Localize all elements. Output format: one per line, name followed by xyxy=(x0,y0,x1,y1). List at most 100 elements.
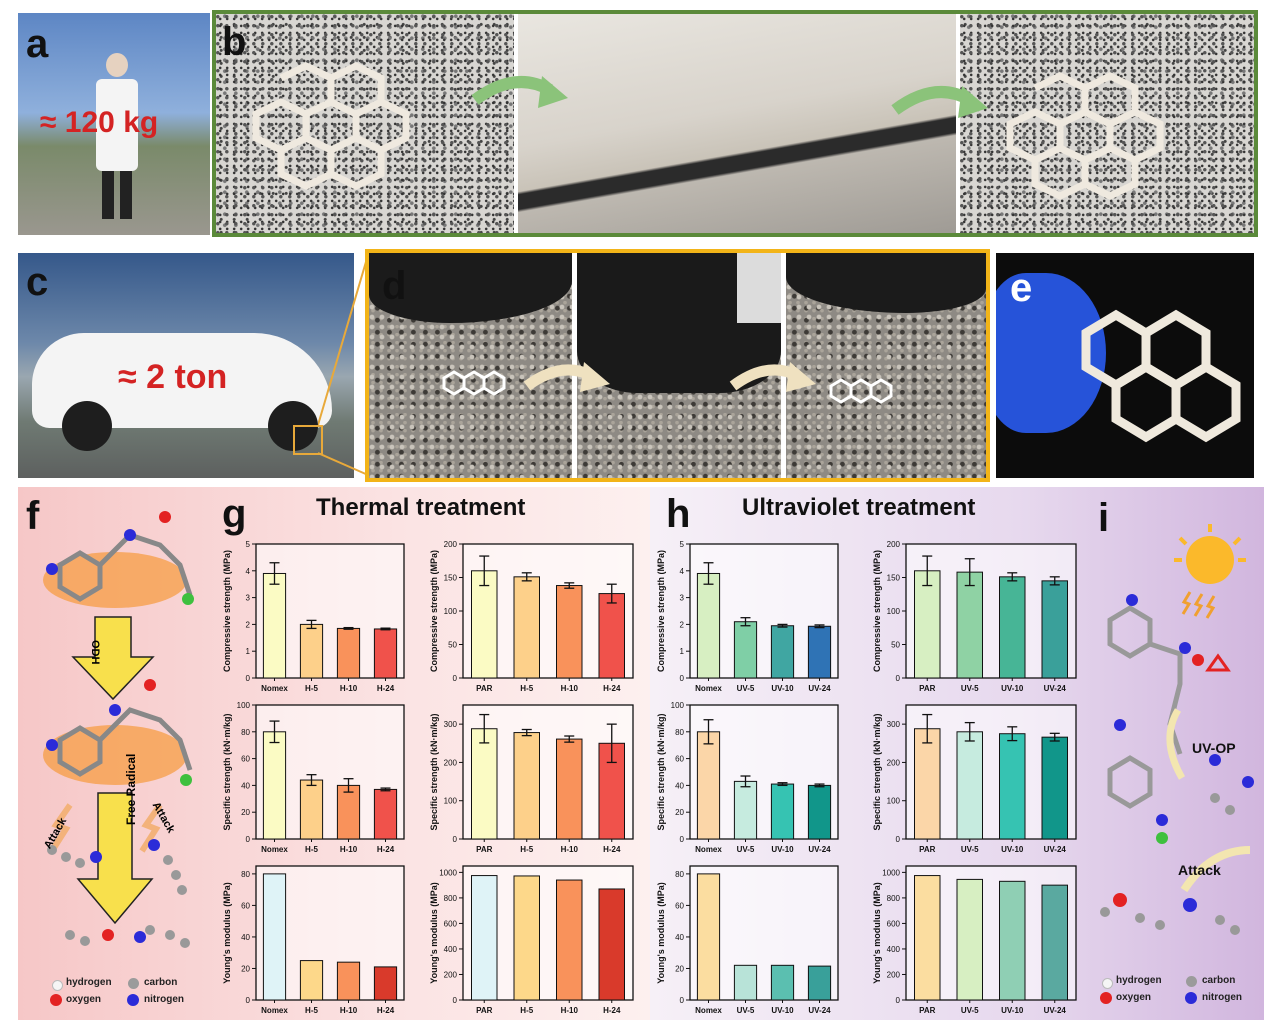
bar-g2-0 xyxy=(471,570,498,679)
panel-letter-c: c xyxy=(26,260,49,304)
y-tick-label-g2: 100 xyxy=(444,607,458,616)
y-tick-label-g3: 40 xyxy=(241,781,250,790)
uv-title: Ultraviolet treatment xyxy=(742,494,976,521)
x-tick-label-h1-1: UV-5 xyxy=(737,684,755,693)
photo-tire-after xyxy=(786,253,986,478)
bar-h6-1 xyxy=(956,878,983,1001)
nitrogen-dot xyxy=(1185,992,1197,1004)
x-tick-label-g2-1: H-5 xyxy=(520,684,533,693)
y-tick-label-h3: 20 xyxy=(675,808,684,817)
oxygen-dot xyxy=(1100,992,1112,1004)
bar-g6-3 xyxy=(598,888,625,1001)
bar-h5-3 xyxy=(807,965,832,1001)
weight-label-120kg: ≈ 120 kg xyxy=(40,106,159,139)
carbon-dot xyxy=(128,978,139,989)
x-tick-label-h1-3: UV-24 xyxy=(808,684,831,693)
bar-g1-0 xyxy=(262,572,287,679)
x-tick-label-h5-1: UV-5 xyxy=(737,1006,755,1015)
bar-g2-1 xyxy=(513,576,540,679)
bar-g3-3 xyxy=(373,788,398,840)
y-tick-label-g5: 20 xyxy=(241,964,250,973)
bar-g3-1 xyxy=(299,779,324,840)
bar-h1-2 xyxy=(770,625,795,679)
y-tick-label-h1: 3 xyxy=(680,594,685,603)
legend-hydrogen: hydrogen xyxy=(66,977,112,988)
y-tick-label-h2: 0 xyxy=(896,674,901,683)
y-axis-label-h6: Young's modulus (MPa) xyxy=(872,882,882,983)
y-tick-label-h3: 80 xyxy=(675,728,684,737)
y-axis-label-g5: Young's modulus (MPa) xyxy=(222,882,232,983)
panel-letter-h: h xyxy=(666,492,691,536)
y-tick-label-h4: 100 xyxy=(887,797,901,806)
panel-letter-i: i xyxy=(1098,496,1110,540)
x-tick-label-h6-3: UV-24 xyxy=(1044,1006,1067,1015)
panel-letter-d: d xyxy=(382,264,407,308)
x-tick-label-g1-0: Nomex xyxy=(261,684,288,693)
uv-attack-label: Attack xyxy=(1178,862,1221,878)
y-tick-label-g6: 1000 xyxy=(439,868,457,877)
y-tick-label-g1: 2 xyxy=(246,620,251,629)
honeycomb-icon xyxy=(829,378,893,404)
bar-g3-0 xyxy=(262,731,287,840)
x-tick-label-g5-0: Nomex xyxy=(261,1006,288,1015)
y-tick-label-h5: 20 xyxy=(675,964,684,973)
bar-g6-1 xyxy=(513,875,540,1001)
legend-hydrogen: hydrogen xyxy=(1116,975,1162,986)
hydrogen-dot xyxy=(1102,978,1113,989)
y-tick-label-h4: 200 xyxy=(887,758,901,767)
y-tick-label-h5: 40 xyxy=(675,933,684,942)
bar-h2-3 xyxy=(1041,580,1068,679)
bar-h3-3 xyxy=(807,784,832,840)
x-tick-label-h1-0: Nomex xyxy=(695,684,722,693)
y-tick-label-g2: 200 xyxy=(444,540,458,549)
y-tick-label-h4: 300 xyxy=(887,720,901,729)
panel-letter-g: g xyxy=(222,492,247,536)
x-tick-label-h2-0: PAR xyxy=(919,684,936,693)
honeycomb-icon xyxy=(1081,309,1241,443)
bar-h4-2 xyxy=(999,733,1026,840)
x-tick-label-g3-3: H-24 xyxy=(377,845,395,854)
bar-g6-2 xyxy=(556,879,583,1001)
bar-h2-2 xyxy=(999,576,1026,679)
photo-honeycomb-before xyxy=(216,14,514,233)
arrow-icon xyxy=(729,362,816,392)
y-tick-label-g6: 0 xyxy=(453,996,458,1005)
x-tick-label-g6-1: H-5 xyxy=(520,1006,533,1015)
x-tick-label-g4-3: H-24 xyxy=(603,845,621,854)
nitrogen-dot xyxy=(127,994,139,1006)
y-tick-label-h5: 60 xyxy=(675,901,684,910)
honeycomb-icon xyxy=(252,62,410,190)
bar-h5-1 xyxy=(733,964,758,1001)
y-tick-label-h6: 600 xyxy=(887,919,901,928)
legend-oxygen: oxygen xyxy=(1116,992,1152,1003)
y-tick-label-g2: 0 xyxy=(453,674,458,683)
x-tick-label-g1-1: H-5 xyxy=(305,684,318,693)
y-axis-label-h2: Compressive strength (MPa) xyxy=(872,550,882,672)
x-tick-label-h2-2: UV-10 xyxy=(1001,684,1024,693)
bar-h3-1 xyxy=(733,780,758,840)
arrow-icon xyxy=(471,76,568,108)
x-tick-label-h6-2: UV-10 xyxy=(1001,1006,1024,1015)
legend-carbon: carbon xyxy=(1202,975,1236,986)
x-tick-label-g6-3: H-24 xyxy=(603,1006,621,1015)
y-tick-label-h2: 50 xyxy=(891,641,900,650)
y-tick-label-g5: 80 xyxy=(241,870,250,879)
legend-oxygen: oxygen xyxy=(66,994,102,1005)
y-tick-label-h2: 200 xyxy=(887,540,901,549)
y-axis-label-g4: Specific strength (kN·m/kg) xyxy=(429,713,439,830)
x-tick-label-h5-0: Nomex xyxy=(695,1006,722,1015)
bar-g5-3 xyxy=(373,966,398,1001)
bar-h1-0 xyxy=(696,572,721,679)
bar-h6-2 xyxy=(999,880,1026,1001)
panel-b-frame xyxy=(212,10,1258,237)
bar-h1-3 xyxy=(807,625,832,679)
x-tick-label-g4-2: H-10 xyxy=(561,845,579,854)
zoom-lines xyxy=(318,254,369,476)
panel-letter-b: b xyxy=(222,20,247,64)
y-tick-label-h6: 800 xyxy=(887,894,901,903)
photo-honeycomb-after xyxy=(960,14,1254,233)
photo-tire-before xyxy=(369,253,572,478)
y-tick-label-g2: 50 xyxy=(448,641,457,650)
x-tick-label-h5-2: UV-10 xyxy=(771,1006,794,1015)
